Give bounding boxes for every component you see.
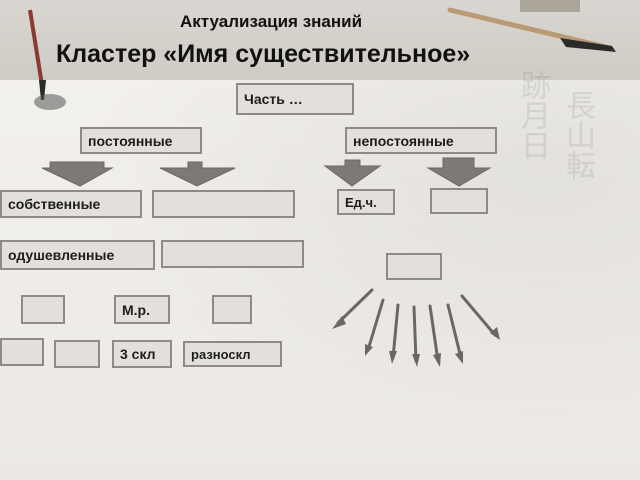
constant-features-box: постоянные [80,127,202,154]
blank-box-2 [430,188,488,214]
blank-box-1 [152,190,295,218]
ink-stone-icon [34,94,66,110]
calligraphy-decoration-2: 跡月日 [515,70,550,160]
blank-box-6 [212,295,252,324]
blank-box-4 [386,253,442,280]
ray-arrow-3 [391,303,400,360]
singular-box: Ед.ч. [337,189,395,215]
page-title: Кластер «Имя существительное» [56,40,471,68]
ray-arrow-7 [460,294,497,337]
brush-icon [447,0,616,52]
down-arrow-icon [41,161,114,187]
down-arrow-icon [159,161,236,187]
animate-noun-box: одушевленные [0,240,155,270]
blank-box-7 [0,338,44,366]
heteroclitic-box: разноскл [183,341,282,367]
part-of-speech-box: Часть … [236,83,354,115]
third-declension-box: 3 скл [112,340,172,368]
ray-arrow-2 [366,298,385,352]
masculine-gender-box: М.р. [114,295,170,324]
blank-box-3 [161,240,304,268]
nonconstant-features-box: непостоянные [345,127,497,154]
ray-arrow-4 [412,305,418,363]
blank-box-8 [54,340,100,368]
down-arrow-icon [323,159,382,187]
left-brush-icon [28,9,66,110]
down-arrow-icon [426,157,492,187]
header-band [0,0,640,80]
page-subtitle: Актуализация знаний [180,12,363,31]
ray-arrow-5 [428,304,440,363]
proper-noun-box: собственные [0,190,142,218]
ray-arrow-1 [336,288,374,325]
calligraphy-decoration: 長山転 [560,90,595,180]
blank-box-5 [21,295,65,324]
ray-arrow-6 [446,303,463,360]
